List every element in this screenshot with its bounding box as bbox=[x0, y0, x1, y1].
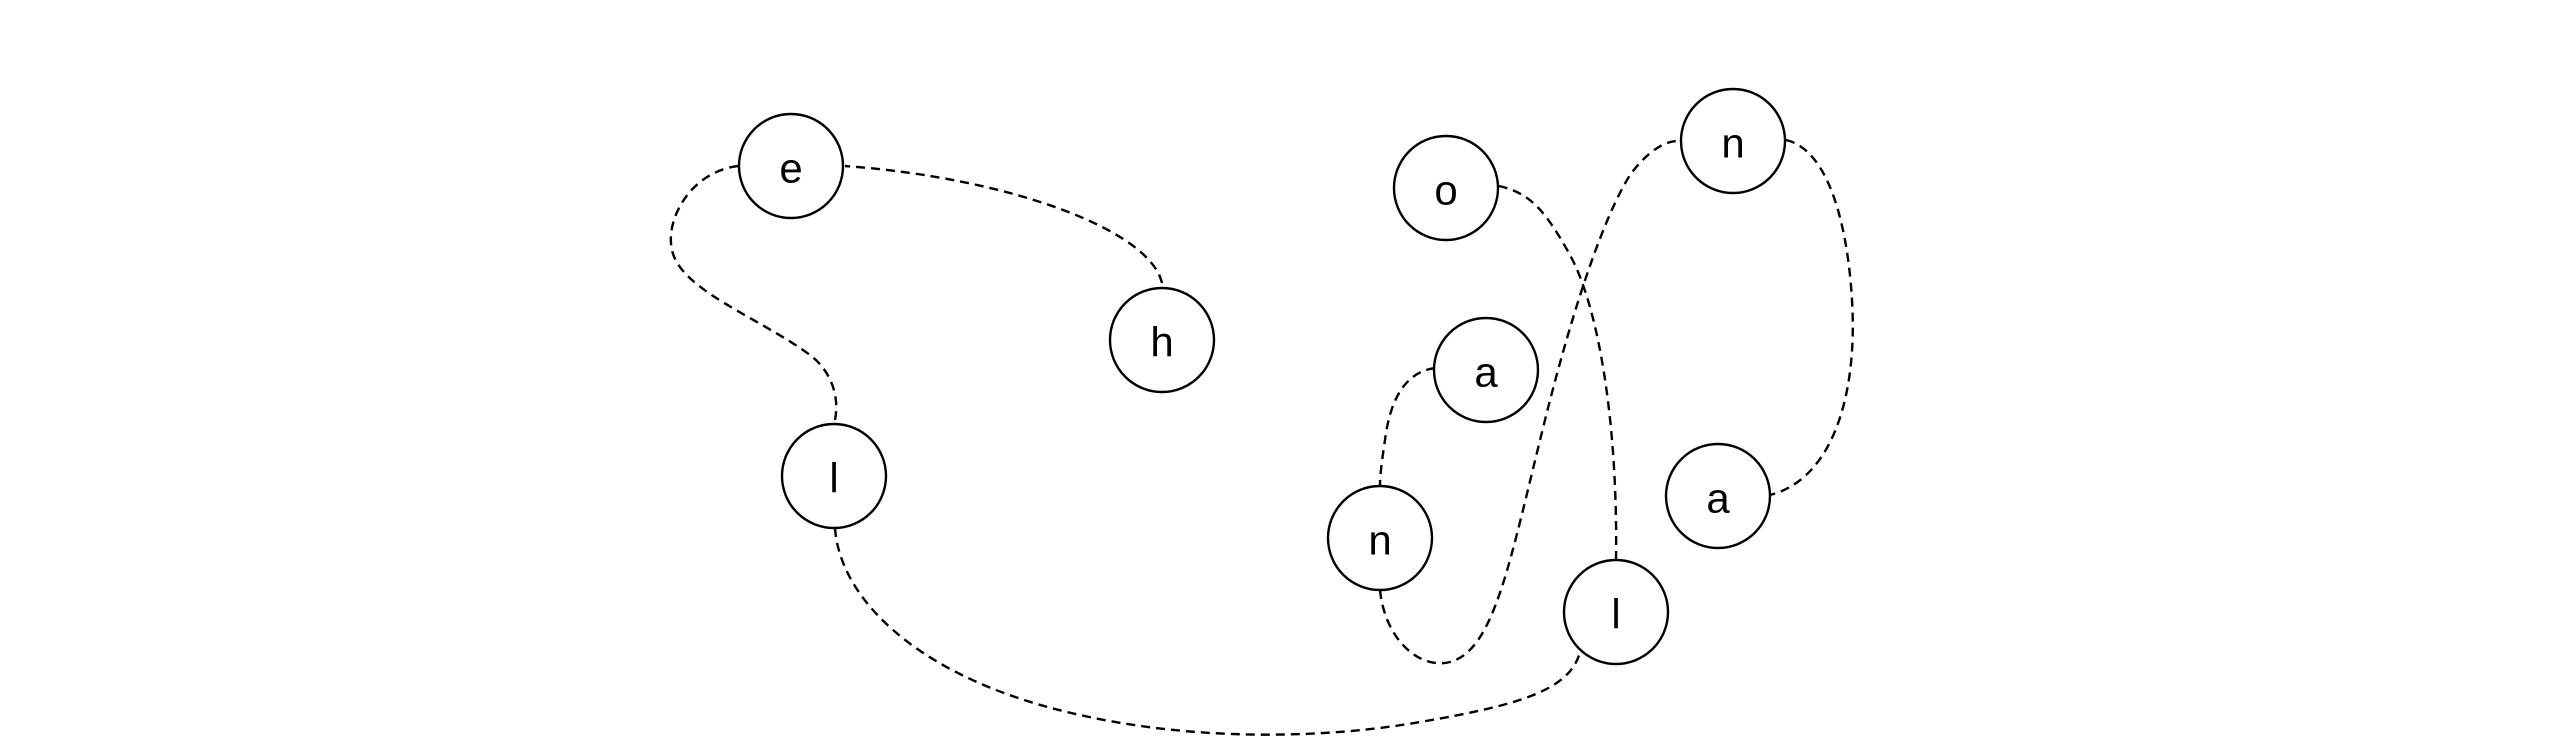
node-o: o bbox=[1392, 134, 1500, 242]
node-circle bbox=[1664, 442, 1772, 550]
node-circle bbox=[1108, 286, 1216, 394]
node-label: n bbox=[1721, 120, 1744, 167]
node-label: l bbox=[1611, 591, 1620, 638]
node-a-right: a bbox=[1664, 442, 1772, 550]
node-label: a bbox=[1474, 349, 1498, 396]
node-label: l bbox=[829, 455, 838, 502]
node-circle bbox=[1562, 558, 1670, 666]
node-label: e bbox=[779, 145, 802, 192]
node-label: o bbox=[1434, 167, 1457, 214]
node-h: h bbox=[1108, 286, 1216, 394]
node-e: e bbox=[737, 112, 845, 220]
edge-h-e bbox=[844, 164, 1164, 284]
node-label: n bbox=[1368, 517, 1391, 564]
node-n-lower: n bbox=[1326, 484, 1434, 592]
node-n-upper: n bbox=[1679, 87, 1787, 195]
node-l-right: l bbox=[1562, 558, 1670, 666]
edge-n-a bbox=[1769, 138, 1854, 497]
node-circle bbox=[780, 422, 888, 530]
node-circle bbox=[737, 112, 845, 220]
edge-n-n bbox=[1378, 139, 1681, 665]
node-circle bbox=[1392, 134, 1500, 242]
edge-e-l bbox=[669, 164, 838, 421]
node-l-left: l bbox=[780, 422, 888, 530]
node-label: a bbox=[1706, 475, 1730, 522]
edge-l-o bbox=[1498, 184, 1618, 561]
edge-l-l bbox=[833, 527, 1582, 736]
node-circle bbox=[1679, 87, 1787, 195]
node-label: h bbox=[1150, 319, 1173, 366]
edge-a-n bbox=[1378, 366, 1436, 486]
node-a-upper: a bbox=[1432, 316, 1540, 424]
edges bbox=[669, 138, 1854, 736]
node-circle bbox=[1432, 316, 1540, 424]
node-circle bbox=[1326, 484, 1434, 592]
